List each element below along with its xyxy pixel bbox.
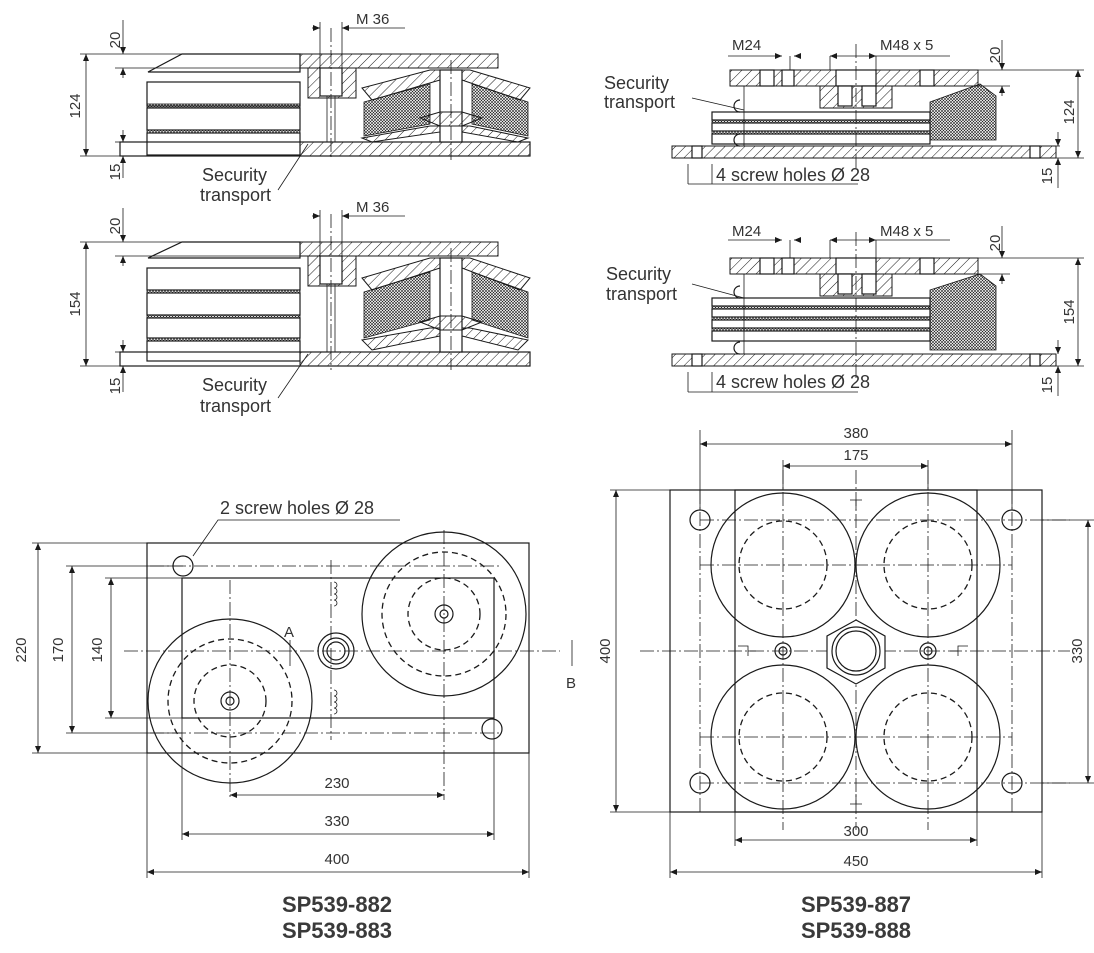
dim-300: 300 — [843, 823, 868, 840]
model-left-2: SP539-883 — [282, 918, 392, 943]
thread-label: M 36 — [356, 199, 389, 216]
plate-2 — [146, 107, 301, 131]
screw-hole — [481, 718, 503, 740]
screw-holes-label: 4 screw holes Ø 28 — [716, 372, 870, 392]
side-view-124-left: 20 124 15 M 36 Security transport — [67, 11, 531, 205]
plate-1 — [146, 81, 301, 107]
screw-holes-label: 4 screw holes Ø 28 — [716, 165, 870, 185]
plan-view-right: 380 175 400 330 300 450 — [597, 425, 1094, 878]
security-label-1: Security — [202, 165, 267, 185]
side-view-154-right: M24 M48 x 5 20 154 15 Security transport… — [606, 223, 1084, 396]
hex-nut — [826, 619, 886, 685]
dim-20: 20 — [107, 218, 124, 235]
dim-380: 380 — [843, 425, 868, 442]
screw-hole — [689, 772, 711, 794]
thread-m24: M24 — [732, 223, 761, 240]
dim-20: 20 — [107, 32, 124, 49]
model-right-2: SP539-888 — [801, 918, 911, 943]
dim-220: 220 — [13, 637, 30, 662]
top-plate-outline — [181, 577, 495, 719]
thread-label: M 36 — [356, 11, 389, 28]
dim-140: 140 — [89, 637, 106, 662]
dim-15: 15 — [1039, 168, 1056, 185]
screw-holes-label: 2 screw holes Ø 28 — [220, 498, 374, 518]
base-outline — [146, 542, 530, 754]
top-cone — [147, 53, 301, 73]
security-label-2: transport — [606, 284, 677, 304]
top-plate-section — [299, 53, 499, 69]
dim-400: 400 — [324, 851, 349, 868]
plan-view-left: 2 screw holes Ø 28 220 170 140 A B 230 3… — [13, 498, 576, 878]
section-mark-a: A — [284, 624, 294, 641]
model-left-1: SP539-882 — [282, 892, 392, 917]
dim-330: 330 — [1069, 638, 1086, 663]
screw-hole — [1001, 772, 1023, 794]
thread-m48: M48 x 5 — [880, 223, 933, 240]
side-view-154-left: 20 154 15 M 36 Security transport — [67, 199, 531, 416]
security-label-2: transport — [200, 185, 271, 205]
base-plate-section — [299, 141, 531, 157]
security-label-1: Security — [606, 264, 671, 284]
thread-m48: M48 x 5 — [880, 37, 933, 54]
dim-124: 124 — [1061, 99, 1078, 124]
security-label-1: Security — [604, 73, 669, 93]
dim-124: 124 — [67, 93, 84, 118]
dim-20: 20 — [987, 47, 1004, 64]
section-mark-b: B — [566, 675, 576, 692]
dim-20: 20 — [987, 235, 1004, 252]
dim-450: 450 — [843, 853, 868, 870]
dim-230: 230 — [324, 775, 349, 792]
dim-154: 154 — [1061, 299, 1078, 324]
dim-400: 400 — [597, 638, 614, 663]
thread-m24: M24 — [732, 37, 761, 54]
security-label-2: transport — [604, 92, 675, 112]
security-label-2: transport — [200, 396, 271, 416]
dim-15: 15 — [1039, 377, 1056, 394]
dim-175: 175 — [843, 447, 868, 464]
dim-330: 330 — [324, 813, 349, 830]
dim-15: 15 — [107, 378, 124, 395]
model-right-1: SP539-887 — [801, 892, 911, 917]
dim-170: 170 — [50, 637, 67, 662]
dim-154: 154 — [67, 291, 84, 316]
plate-3 — [146, 132, 301, 156]
side-view-124-right: M24 M48 x 5 20 124 15 Security transport… — [604, 37, 1084, 188]
security-label-1: Security — [202, 375, 267, 395]
dim-15: 15 — [107, 164, 124, 181]
